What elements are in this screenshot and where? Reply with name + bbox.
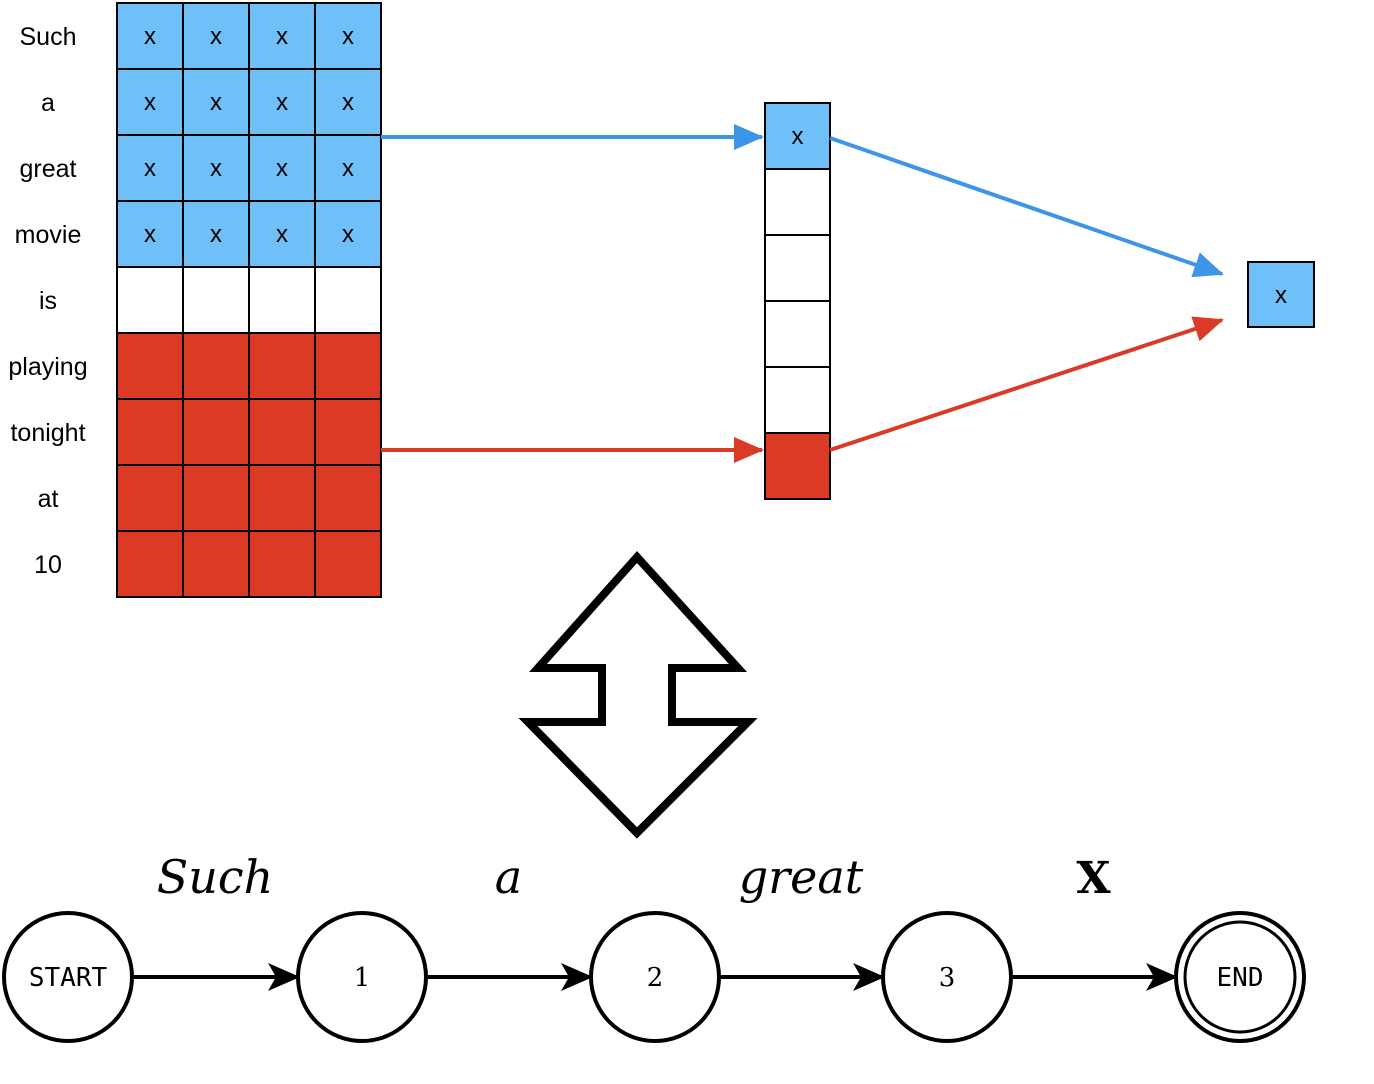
pooled-vector: x	[764, 102, 831, 500]
matrix-cell	[182, 398, 250, 466]
matrix-cell	[182, 134, 250, 202]
cell-mark: x	[276, 155, 288, 182]
row-word-label: at	[38, 485, 59, 513]
accepting-ring	[1183, 920, 1297, 1034]
matrix-cell	[116, 464, 184, 532]
vector-cell	[764, 432, 831, 500]
edge-label: great	[739, 850, 864, 904]
matrix-cell	[314, 200, 382, 268]
matrix-cell	[314, 2, 382, 70]
row-word-label: great	[20, 155, 77, 183]
matrix-cell	[314, 266, 382, 334]
flow-arrows	[381, 124, 1224, 463]
matrix-cell	[182, 464, 250, 532]
edge-label: Such	[157, 850, 274, 904]
matrix-cell	[182, 266, 250, 334]
cell-mark: x	[144, 221, 156, 248]
cell-mark: x	[342, 221, 354, 248]
matrix-cell	[116, 530, 184, 598]
vector-cell	[764, 168, 831, 236]
output-cell: x	[1247, 261, 1315, 328]
matrix-cell	[314, 464, 382, 532]
vector-cell	[764, 102, 831, 170]
row-word-label: tonight	[10, 419, 85, 447]
state-label: END	[1217, 963, 1264, 993]
cell-mark: x	[342, 89, 354, 116]
matrix-cell	[182, 332, 250, 400]
matrix-cell	[248, 464, 316, 532]
row-word-label: playing	[8, 353, 87, 381]
cell-mark: x	[210, 221, 222, 248]
cell-mark: x	[342, 155, 354, 182]
matrix-cell	[116, 332, 184, 400]
matrix-cell	[182, 530, 250, 598]
cell-mark: x	[1275, 282, 1287, 309]
row-word-label: is	[39, 287, 57, 315]
cell-mark: x	[276, 23, 288, 50]
matrix-cell	[248, 398, 316, 466]
matrix-cell	[116, 266, 184, 334]
row-word-label: Such	[20, 23, 77, 51]
cell-mark: x	[144, 89, 156, 116]
matrix-cell	[182, 68, 250, 136]
blue-arrow-to-output	[829, 136, 1224, 278]
row-word-label: movie	[15, 221, 82, 249]
state-label: START	[29, 963, 108, 993]
red-arrow-to-output	[829, 316, 1224, 452]
state-label: 1	[354, 963, 371, 993]
matrix-cell	[248, 332, 316, 400]
cell-mark: x	[342, 23, 354, 50]
cell-mark: x	[276, 221, 288, 248]
cell-mark: x	[144, 155, 156, 182]
state-label: 3	[939, 963, 956, 993]
matrix-cell	[116, 398, 184, 466]
cell-mark: x	[792, 123, 804, 150]
matrix-cell	[182, 200, 250, 268]
cell-mark: x	[276, 89, 288, 116]
state-label: 2	[647, 963, 664, 993]
row-word-label: a	[41, 89, 55, 117]
matrix-cell	[314, 68, 382, 136]
matrix-cell	[314, 332, 382, 400]
matrix-cell	[314, 398, 382, 466]
matrix-cell	[182, 2, 250, 70]
edge-label: a	[495, 850, 522, 904]
vector-cell	[764, 234, 831, 302]
vector-cell	[764, 300, 831, 368]
matrix-cell	[116, 2, 184, 70]
automaton: START 1 2 3 END Such a great X	[2, 850, 1306, 1043]
matrix-cell	[314, 530, 382, 598]
output-box	[1247, 261, 1315, 328]
matrix-cell	[248, 266, 316, 334]
double-arrow-up-down-icon	[518, 551, 758, 839]
token-matrix: Such x x x x a x x x x great x x x x movie x x x x is playing…	[8, 2, 382, 598]
cell-mark: x	[210, 89, 222, 116]
cell-mark: x	[210, 155, 222, 182]
matrix-cell	[314, 134, 382, 202]
vector-cell	[764, 366, 831, 434]
edge-label: X	[1076, 853, 1111, 904]
row-word-label: 10	[34, 551, 62, 579]
cell-mark: x	[144, 23, 156, 50]
matrix-cell	[248, 530, 316, 598]
cell-mark: x	[210, 23, 222, 50]
